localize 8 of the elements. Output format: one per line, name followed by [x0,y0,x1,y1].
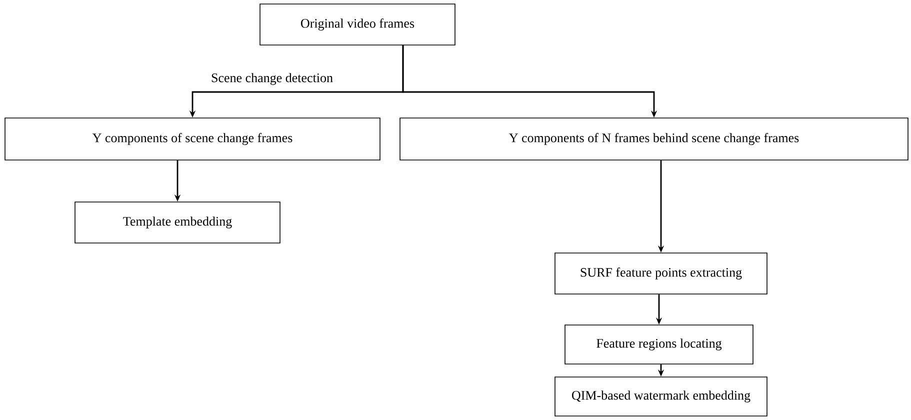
edge-label: Scene change detection [210,72,334,86]
process-box: QIM-based watermark embedding [554,376,768,416]
process-box: Template embedding [74,202,280,244]
process-box: Y components of scene change frames [4,118,380,160]
process-box: Feature regions locating [564,324,754,364]
process-box: SURF feature points extracting [554,252,768,294]
process-box: Original video frames [260,4,456,46]
process-box: Y components of N frames behind scene change frames [400,118,908,160]
